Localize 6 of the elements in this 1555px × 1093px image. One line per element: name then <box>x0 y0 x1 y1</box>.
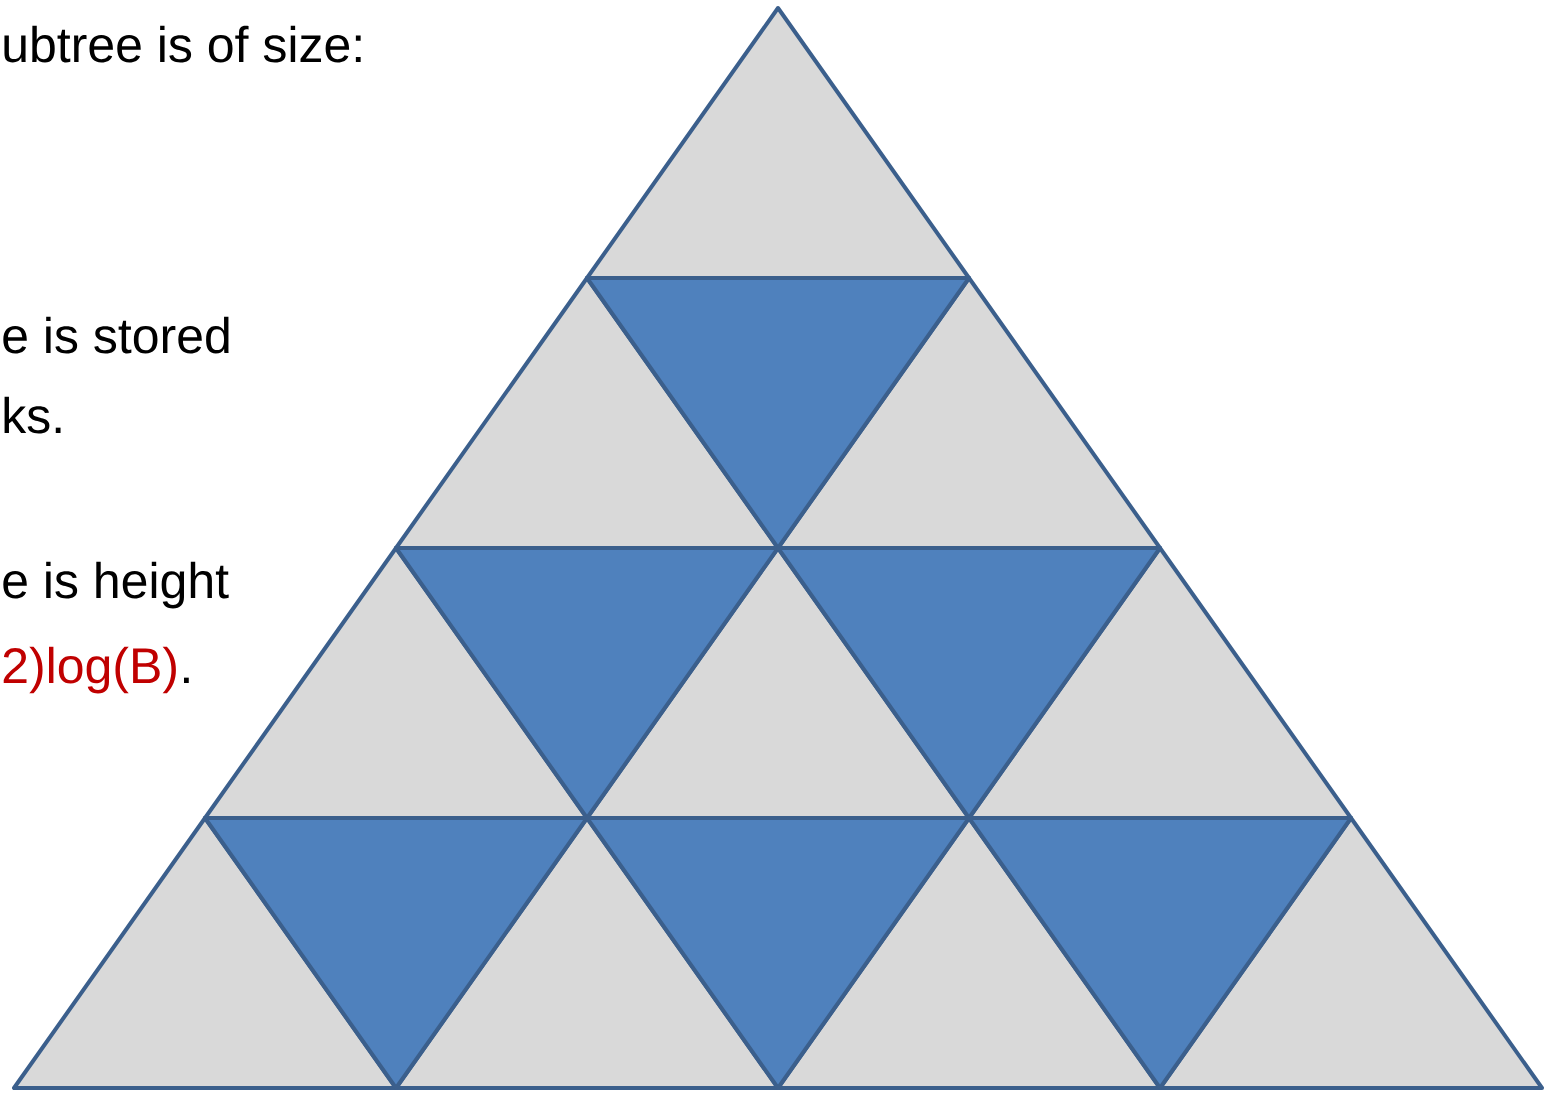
text-line: 2)log(B) <box>3 646 176 694</box>
text-line: ubtree is of size: <box>4 25 361 63</box>
text-line: . <box>184 677 189 683</box>
text-line: ks. <box>4 396 61 434</box>
text-line: e is stored <box>3 316 229 354</box>
text-line: e is height <box>3 561 229 609</box>
